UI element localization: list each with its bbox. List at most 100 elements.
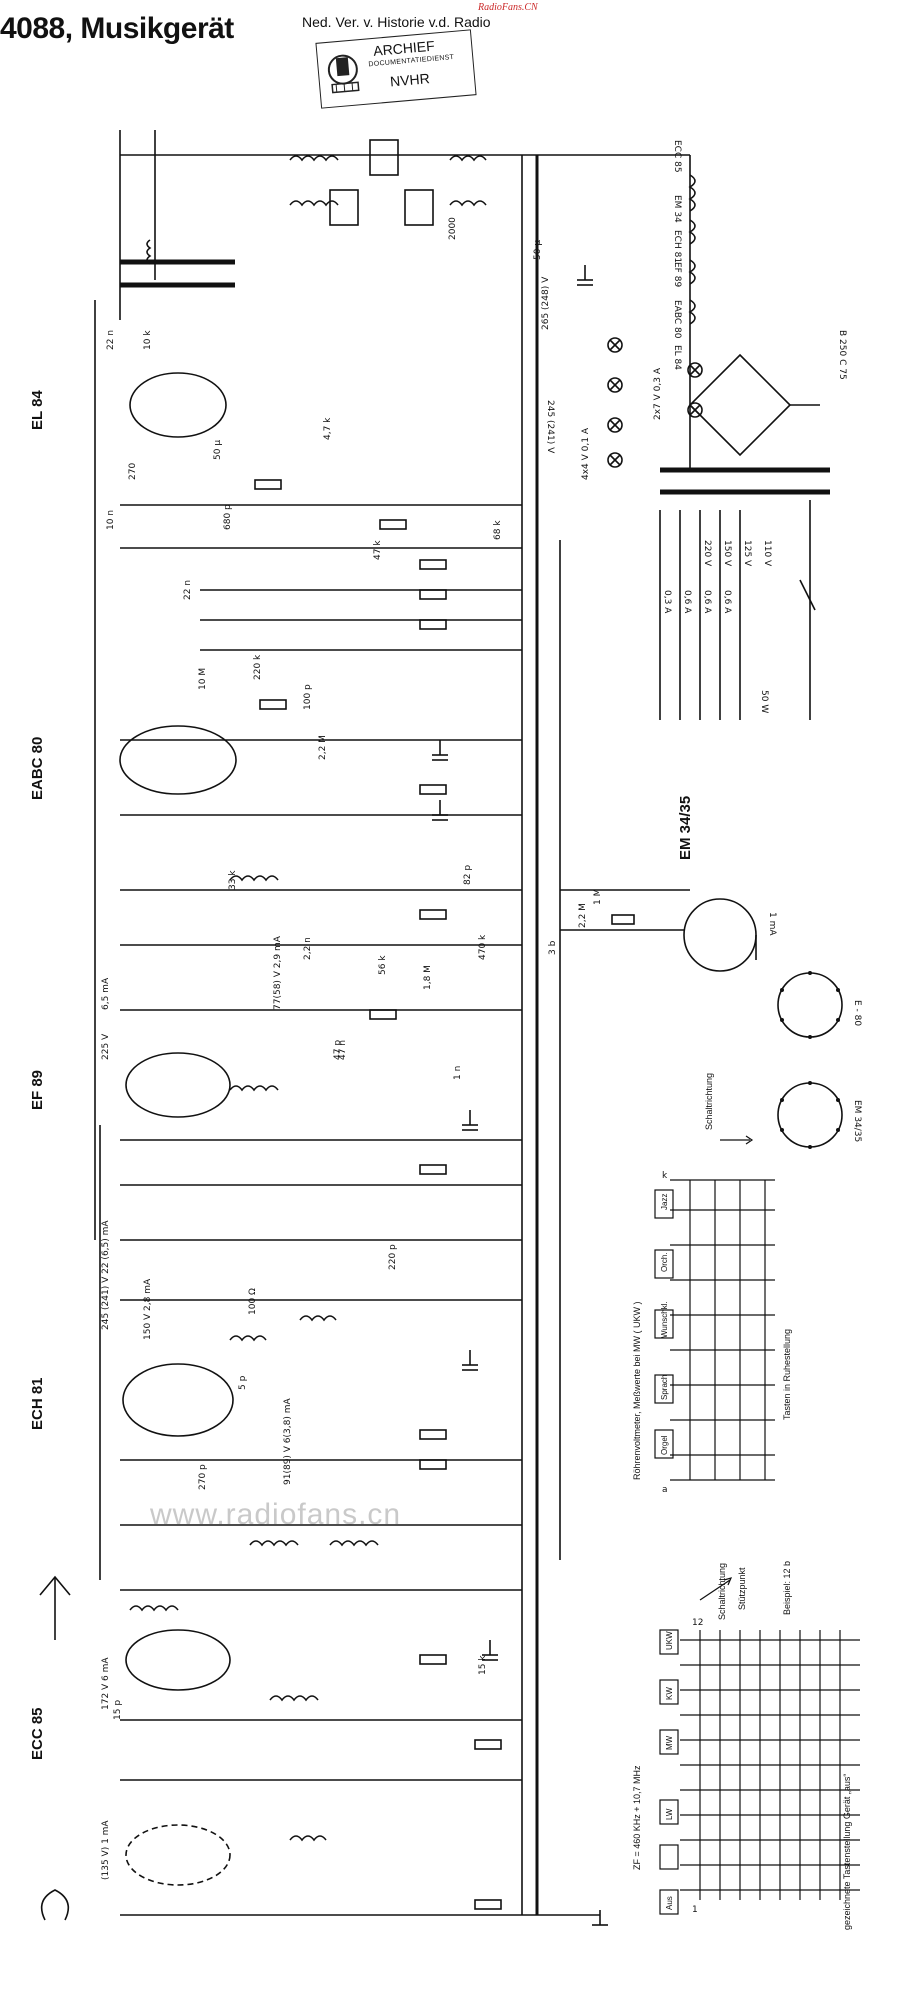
eabc80-label: EABC 80 [29, 737, 46, 800]
lower-stuetz: Stützpunkt [737, 1567, 747, 1610]
comp-c3: 680 p [223, 504, 233, 530]
upper-keyboard-grid [654, 1135, 775, 1481]
lower-row-12: 12 [692, 1618, 703, 1628]
upper-col-a: a [662, 1485, 668, 1495]
heater-tube-1: ECC 85 [672, 140, 682, 173]
el84-label: EL 84 [29, 390, 46, 430]
comp-r10: 68 k [493, 520, 503, 540]
lamp-volt-2: 4x4 V 0,1 A [581, 427, 591, 480]
comp-c11: 270 p [198, 1464, 208, 1490]
rectifier-bridge [688, 353, 792, 457]
lower-note: gezeichnete Tastenstellung Gerät „aus“ [842, 1774, 852, 1930]
ef89-voltage: 225 V [101, 1033, 111, 1060]
upper-direction: Schaltrichtung [704, 1073, 714, 1130]
comp-r8: 470 k [478, 934, 488, 960]
fuse-2: 0,6 A [682, 590, 692, 614]
upper-key-orch: Orch. [660, 1252, 669, 1272]
r-main: 2000 [448, 217, 458, 240]
comp-c8: 220 p [388, 1244, 398, 1270]
fuse-1: 0,3 A [662, 590, 672, 614]
page-title: 4088, Musikgerät [0, 12, 234, 45]
em-current: 1 mA [767, 912, 777, 936]
lower-row-1: 1 [692, 1905, 698, 1915]
comp-c14: 2,2 n [303, 937, 313, 960]
el84-tube [129, 372, 227, 438]
upper-col-k: k [662, 1171, 668, 1181]
comp-r1: 10 k [143, 330, 153, 350]
rectifier-label: B 250 C 75 [837, 330, 847, 380]
ech81-bias: 91(89) V 6(3,8) mA [283, 1398, 293, 1485]
fuse-3: 0,6 A [702, 590, 712, 614]
comp-c6: 22 n [183, 580, 193, 600]
archive-stamp: ARCHIEF DOCUMENTATIEDIENST NVHR [315, 29, 477, 109]
mains-power: 50 W [759, 690, 769, 713]
comp-r6: 10 M [198, 668, 208, 690]
comp-c4: 100 p [303, 684, 313, 710]
upper-key-wunsch: Wunschkl. [660, 1301, 669, 1338]
comp-c9: 47 p [333, 1040, 343, 1060]
source-label: Ned. Ver. v. Historie v.d. Radio [302, 14, 491, 30]
comp-c10: 15 p [113, 1700, 123, 1720]
lower-key-ukw: UKW [665, 1631, 674, 1650]
comp-r12: 1,8 M [423, 965, 433, 990]
fuse-4: 0,6 A [722, 590, 732, 614]
upper-key-sprach: Sprach [660, 1375, 669, 1400]
comp-r14: 47 k [373, 540, 383, 560]
comp-c12: 5 p [238, 1375, 248, 1390]
comp-r9: 33 k [228, 870, 238, 890]
ecc85-tube-b [125, 1824, 231, 1886]
watermark-top: RadioFans.CN [478, 2, 538, 13]
cap-hv: 265 (248) V [541, 276, 551, 330]
ef89-tube [125, 1052, 231, 1118]
em-tube [683, 898, 757, 972]
comp-r13: 56 k [378, 955, 388, 975]
heater-tube-2: EM 34 [672, 195, 682, 223]
comp-r7: 2,2 M [318, 735, 328, 760]
ef89-label: EF 89 [29, 1070, 46, 1110]
ecc85-tube-a [125, 1629, 231, 1691]
comp-c5: 50 μ [213, 440, 223, 460]
lamp-volt: 2x7 V 0,3 A [653, 367, 663, 420]
radio-tube-logo-icon [327, 54, 360, 94]
lower-keyboard-grid [659, 1577, 860, 1915]
eabc80-tube [119, 725, 237, 795]
ech81-voltage: 245 (241) V 22 (6,5) mA [101, 1220, 111, 1330]
if-note: ZF = 460 KHz + 10,7 MHz [632, 1765, 642, 1870]
comp-r11: 100 Ω [248, 1288, 258, 1315]
comp-r3: 220 k [253, 654, 263, 680]
comp-r2: 270 [128, 463, 138, 480]
heater-tube-3: ECH 81 [672, 230, 682, 263]
comp-r4: 1 M [593, 889, 603, 905]
el84-voltage: 245 (241) V [545, 400, 555, 454]
lower-key-lw: LW [665, 1808, 674, 1820]
lower-key-aus: Aus [665, 1896, 674, 1910]
heater-tube-5: EABC 80 [672, 300, 682, 339]
comp-c13: 47 n [338, 1040, 348, 1060]
heater-tube-4: EF 89 [672, 262, 682, 287]
lower-direction: Schaltrichtung [717, 1563, 727, 1620]
lower-key-mw: MW [665, 1735, 674, 1750]
comp-r5: 4,7 k [323, 417, 333, 440]
pin-e80-label: E - 80 [852, 1000, 862, 1026]
e80-pin-diagram [777, 972, 843, 1038]
ef89-bias: 77(58) V 2,9 mA [273, 935, 283, 1010]
upper-key-jazz: Jazz [660, 1194, 669, 1210]
mains-v-3: 125 V [742, 540, 752, 567]
lower-key-kw: KW [665, 1687, 674, 1700]
lower-example: Beispiel: 12 b [782, 1561, 792, 1615]
ef89-current: 6,5 mA [101, 977, 111, 1010]
upper-footnote: Röhrenvoltmeter, Meßwerte bei MW ( UKW ) [632, 1301, 642, 1480]
mains-v-1: 220 V [702, 540, 712, 567]
mains-v-2: 150 V [722, 540, 732, 567]
em-pin-diagram [777, 1082, 843, 1148]
comp-r15: 15 k [478, 1655, 488, 1675]
comp-c7: 1 n [453, 1066, 463, 1080]
upper-key-orgel: Orgel [660, 1435, 669, 1455]
heater-tube-6: EL 84 [672, 345, 682, 370]
cap-top: 50 μ [533, 240, 543, 260]
switch-code: 3 b [548, 940, 558, 955]
comp-c1: 22 n [106, 330, 116, 350]
em-resistor: 2,2 M [578, 903, 588, 928]
upper-note: Tasten in Ruhestellung [782, 1329, 792, 1420]
